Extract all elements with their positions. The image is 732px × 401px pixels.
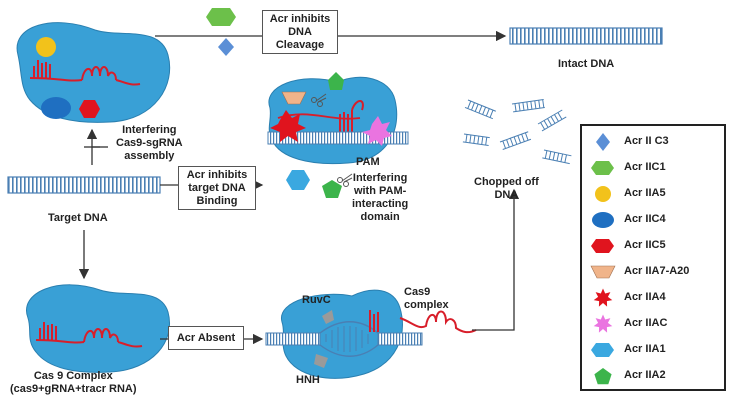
legend-item-label: Acr IIC5 (624, 239, 666, 251)
acr-inhibits-binding-box: Acr inhibits target DNA Binding (178, 166, 256, 210)
diamond-icon (590, 132, 616, 152)
legend-item-label: Acr IIA2 (624, 369, 666, 381)
legend-item-label: Acr IIA5 (624, 187, 666, 199)
legend-item: Acr IIA7-A20 (582, 262, 724, 282)
guide-rna-middle (339, 100, 364, 134)
chopped-dna-fragments (462, 99, 572, 165)
dna-being-cut (265, 321, 423, 357)
interfering-assembly-label: Interfering Cas9-sgRNA assembly (116, 124, 183, 162)
acr-iiac-bound (362, 116, 392, 146)
legend-item: Acr IIC5 (582, 236, 724, 256)
legend-item-label: Acr IIAC (624, 317, 668, 329)
pam-label: PAM (356, 156, 380, 168)
legend-item-label: Acr IIA4 (624, 291, 666, 303)
ellipse-icon (590, 210, 616, 230)
guide-rna-bottom-center (369, 310, 477, 334)
interfering-pam-label: Interfering with PAM- interacting domain (352, 172, 409, 223)
hexagon-icon (590, 236, 616, 256)
acr-iia5-bound (36, 37, 56, 57)
cas9-complex-top-label: Cas9 complex (404, 286, 449, 311)
hnh-domain (314, 354, 328, 368)
legend-item: Acr IIA1 (582, 340, 724, 360)
ruvc-label: RuvC (302, 294, 331, 306)
scissors-icon-2 (337, 173, 353, 187)
arrow-to-chopped-dna (472, 188, 520, 331)
legend-item: Acr II C3 (582, 132, 724, 152)
pentagon-icon (590, 366, 616, 386)
guide-rna-top-left (29, 60, 141, 86)
acr-iia4-bound (270, 110, 306, 142)
acr-iia7-bound (281, 91, 307, 105)
acr-iic1-free (206, 8, 236, 26)
trapezoid-icon (590, 262, 616, 282)
legend-item-label: Acr IIC1 (624, 161, 666, 173)
hexagon-icon (590, 158, 616, 178)
legend-item: Acr IIC1 (582, 158, 724, 178)
intact-dna-label: Intact DNA (558, 58, 615, 70)
legend-item-label: Acr II C3 (624, 135, 669, 147)
acr-absent-box: Acr Absent (168, 326, 244, 350)
target-dna-label: Target DNA (48, 212, 108, 224)
scissors-icon (311, 93, 327, 107)
cas9-complex-label: Cas 9 Complex (cas9+gRNA+tracr RNA) (10, 370, 137, 395)
intact-dna-strand (509, 27, 663, 45)
hnh-label: HNH (296, 374, 320, 386)
circle-icon (590, 184, 616, 204)
legend-item: Acr IIA4 (582, 288, 724, 308)
acr-iia2-free (322, 180, 342, 198)
acr-iic3-free (218, 38, 234, 56)
acr-iic5-bound (79, 100, 100, 118)
legend-item: Acr IIAC (582, 314, 724, 334)
legend-item-label: Acr IIA7-A20 (624, 265, 690, 277)
chopped-off-dna-label: Chopped off DNA (474, 176, 539, 201)
star-icon (590, 314, 616, 334)
acr-iia2-bound (328, 72, 344, 90)
acr-iia1-free (286, 170, 310, 190)
target-dna-strand (7, 176, 161, 194)
legend-item-label: Acr IIC4 (624, 213, 666, 225)
acr-inhibits-cleavage-box: Acr inhibits DNA Cleavage (262, 10, 338, 54)
acr-iic4-bound (41, 97, 71, 119)
legend-item: Acr IIA2 (582, 366, 724, 386)
legend-item: Acr IIC4 (582, 210, 724, 230)
ruvc-domain (322, 310, 334, 324)
guide-rna-bottom-left (35, 322, 143, 348)
assembly-inhibition-arrow (84, 128, 108, 165)
legend-item-label: Acr IIA1 (624, 343, 666, 355)
legend-item: Acr IIA5 (582, 184, 724, 204)
star-icon (590, 288, 616, 308)
hexagon-icon (590, 340, 616, 360)
